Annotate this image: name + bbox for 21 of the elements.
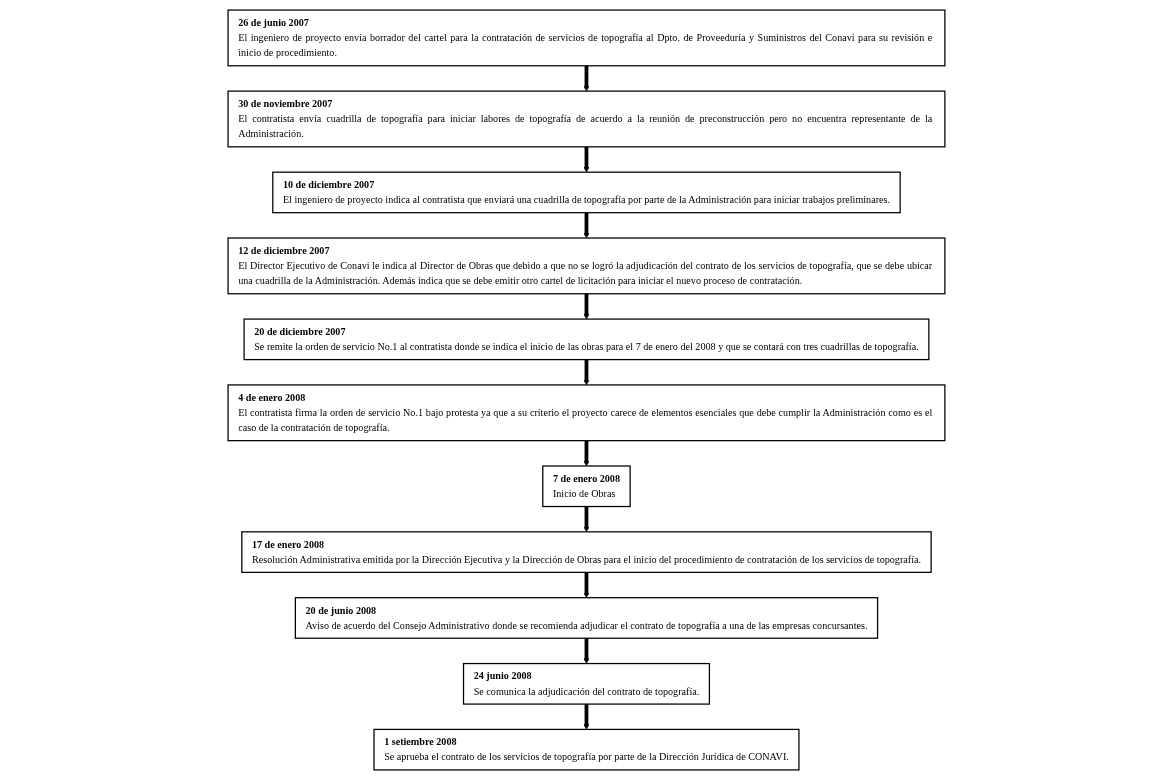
node-box: 30 de noviembre 2007 El contratista envía cuadrilla de topografía para iniciar labores de topografía de acuerdo a la reunión de preconstrucción pero no encuentra representante de la Administración. bbox=[226, 90, 946, 148]
arrow bbox=[583, 212, 589, 239]
node-box: 20 de junio 2008 Aviso de acuerdo del Consejo Administrativo donde se recomienda adjudicar el contrato de topografía a una de las empresas concursantes. bbox=[294, 597, 878, 639]
arrow bbox=[583, 359, 589, 386]
arrow bbox=[583, 506, 589, 533]
node-box: 4 de enero 2008 El contratista firma la orden de servicio No.1 bajo protesta ya que a su criterio el proyecto carece de elementos esenciales que debe cumplir la Administración como es el caso de la contratación de topografía. bbox=[226, 384, 946, 442]
arrow bbox=[583, 638, 589, 664]
node-box: 26 de junio 2007 El ingeniero de proyecto envía borrador del cartel para la contratación de servicios de topografía al Dpto. de Proveeduría y Suministros del Conavi para su revisión e inicio de procedimiento. bbox=[226, 9, 946, 67]
node-box: 20 de diciembre 2007 Se remite la orden de servicio No.1 al contratista donde se indica el inicio de las obras para el 7 de enero del 2008 y que se contará con tres cuadrillas de topografía. bbox=[243, 318, 929, 361]
arrow bbox=[583, 293, 589, 320]
arrow bbox=[583, 440, 589, 467]
node-box: 7 de enero 2008 Inicio de Obras bbox=[541, 465, 631, 508]
arrow bbox=[583, 146, 589, 173]
arrow bbox=[583, 572, 589, 598]
node-box: 24 junio 2008 Se comunica la adjudicación del contrato de topografía. bbox=[462, 662, 710, 705]
arrow bbox=[583, 704, 589, 730]
arrow bbox=[583, 65, 589, 92]
node-box: 10 de diciembre 2007 El ingeniero de proyecto indica al contratista que enviará una cuadrilla de topografía por parte de la Administración para iniciar trabajos preliminares. bbox=[271, 171, 901, 214]
node-box: 12 de diciembre 2007 El Director Ejecutivo de Conavi le indica al Director de Obras que debido a que no se logró la adjudicación del contrato de los servicios de topografía, que se debe ubicar una cuadrilla de la Administración. Además indica que se debe emitir otro cartel de licitación para iniciar el nuevo proceso de contratación. bbox=[226, 237, 946, 295]
node-box: 1 setiembre 2008 Se aprueba el contrato de los servicios de topografía por parte de la Dirección Jurídica de CONAVI. bbox=[372, 728, 800, 771]
node-box: 17 de enero 2008 Resolución Administrativa emitida por la Dirección Ejecutiva y la Dirección de Obras para el inicio del procedimiento de contratación de los servicios de topografía. bbox=[240, 531, 932, 573]
